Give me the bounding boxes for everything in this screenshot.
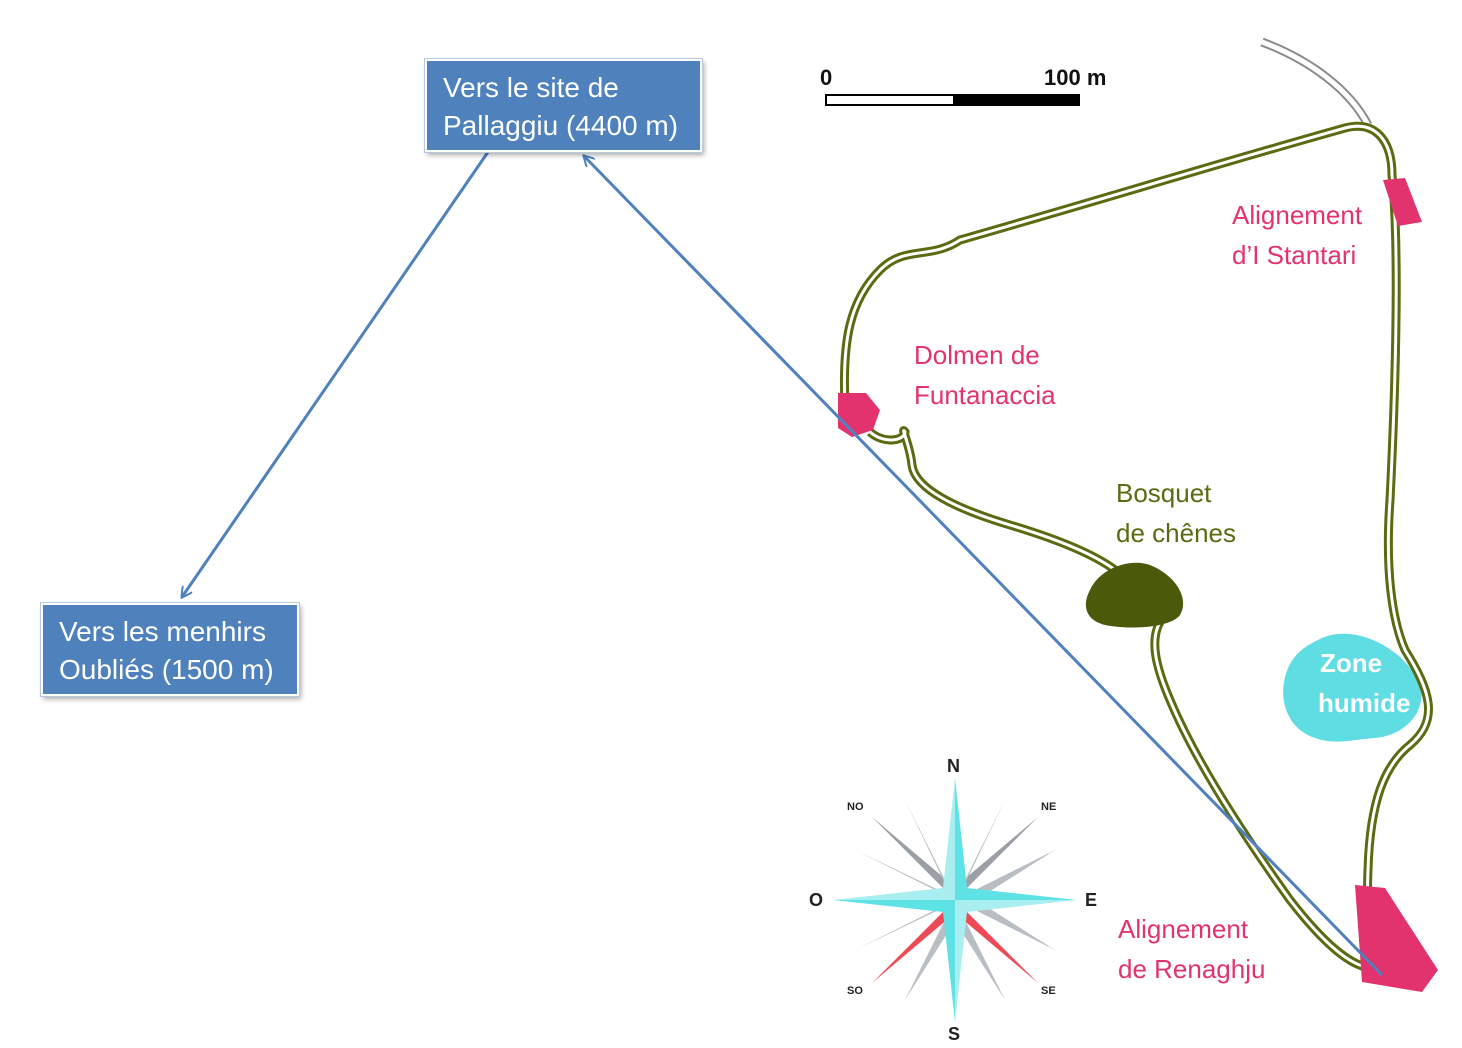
- label-stantari-2: d’I Stantari: [1232, 240, 1356, 270]
- arrow-to-pallaggiu: [584, 156, 1384, 977]
- compass-no: NO: [847, 801, 864, 813]
- compass-se: SE: [1041, 985, 1056, 997]
- label-bosquet-1: Bosquet: [1116, 478, 1212, 508]
- scale-start-label: 0: [820, 65, 832, 90]
- arrow-to-menhirs: [182, 151, 490, 597]
- route-box-pallaggiu-line1: Vers le site de: [443, 72, 619, 103]
- site-marker-renaghju: [1355, 885, 1438, 992]
- compass-so: SO: [847, 985, 863, 997]
- label-funtanaccia-2: Funtanaccia: [914, 380, 1056, 410]
- route-box-menhirs: Vers les menhirs Oubliés (1500 m): [41, 603, 299, 696]
- access-road: [1260, 37, 1373, 128]
- compass-o: O: [809, 890, 823, 910]
- compass-s: S: [948, 1024, 960, 1044]
- compass-ne: NE: [1041, 801, 1056, 813]
- label-zone-1: Zone: [1320, 648, 1382, 678]
- route-box-pallaggiu: Vers le site de Pallaggiu (4400 m): [425, 59, 702, 152]
- compass-n: N: [947, 756, 960, 776]
- scale-end-label: 100 m: [1044, 65, 1106, 90]
- label-funtanaccia-1: Dolmen de: [914, 340, 1040, 370]
- label-bosquet-2: de chênes: [1116, 518, 1236, 548]
- site-marker-stantari: [1383, 178, 1422, 226]
- label-renaghju-1: Alignement: [1118, 914, 1249, 944]
- compass-e: E: [1085, 890, 1097, 910]
- route-box-menhirs-line1: Vers les menhirs: [59, 616, 266, 647]
- scale-bar-icon: 0 100 m: [820, 65, 1106, 106]
- route-box-menhirs-line2: Oubliés (1500 m): [59, 654, 274, 685]
- trail-network: [839, 121, 1433, 974]
- label-zone-2: humide: [1318, 688, 1410, 718]
- compass-rose-icon: N S O E NO NE SO SE: [809, 756, 1097, 1044]
- label-renaghju-2: de Renaghju: [1118, 954, 1265, 984]
- oak-grove: [1085, 562, 1184, 628]
- wetland-zone: [1283, 633, 1422, 742]
- route-box-pallaggiu-line2: Pallaggiu (4400 m): [443, 110, 679, 141]
- label-stantari-1: Alignement: [1232, 200, 1363, 230]
